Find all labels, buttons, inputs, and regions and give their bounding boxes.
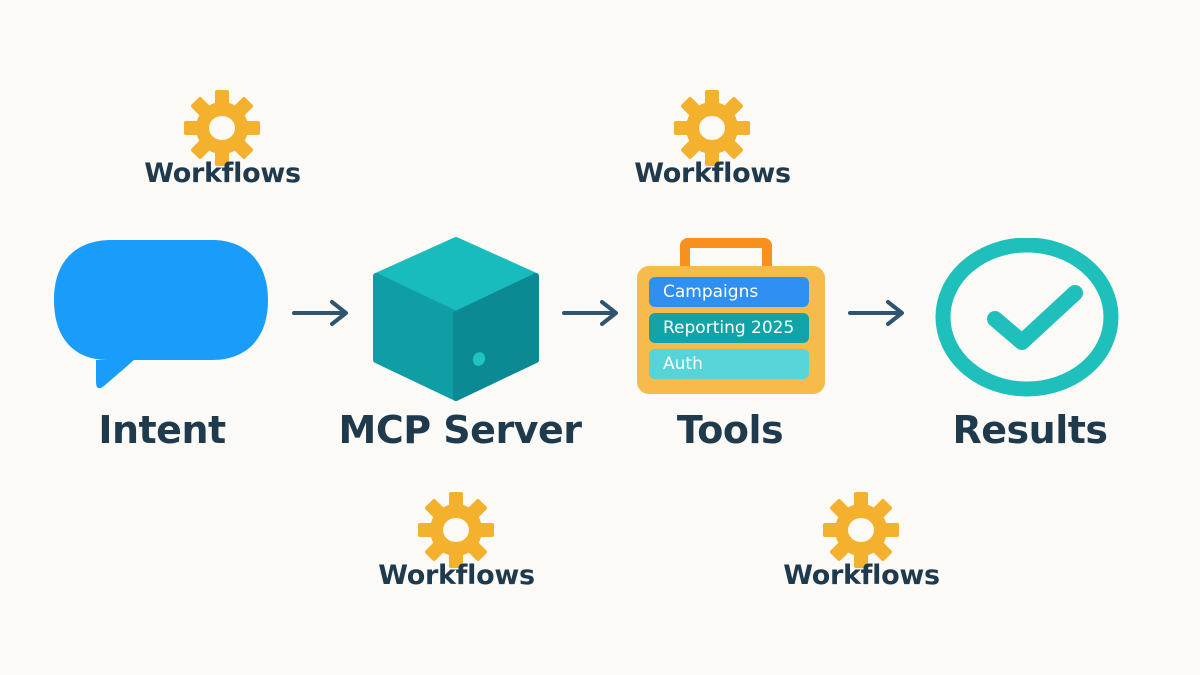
workflow-gear-2	[672, 88, 752, 172]
mcp-server-node	[370, 236, 542, 406]
workflow-gear-3	[416, 490, 496, 574]
gear-icon	[674, 90, 750, 166]
workflows-label-2: Workflows	[634, 158, 791, 189]
workflows-label-1: Workflows	[144, 158, 301, 189]
tool-item-label: Auth	[663, 354, 703, 374]
tool-item-campaigns[interactable]: Campaigns	[649, 277, 809, 307]
gear-icon	[823, 492, 899, 568]
arrow-right-icon	[848, 300, 904, 326]
arrow-right-icon	[292, 300, 348, 326]
tools-node: Campaigns Reporting 2025 Auth	[637, 236, 825, 394]
gear-icon	[184, 90, 260, 166]
step-label-results: Results	[952, 408, 1108, 452]
workflow-gear-4	[821, 490, 901, 574]
step-label-mcp-server: MCP Server	[338, 408, 582, 452]
step-label-tools: Tools	[676, 408, 784, 452]
tool-item-label: Campaigns	[663, 282, 759, 302]
toolbox-handle	[680, 238, 772, 278]
step-label-intent: Intent	[98, 408, 226, 452]
cube-server-icon	[373, 237, 539, 401]
workflow-gear-1	[182, 88, 262, 172]
workflows-label-3: Workflows	[378, 560, 535, 591]
tool-item-label: Reporting 2025	[663, 318, 795, 338]
workflows-label-4: Workflows	[783, 560, 940, 591]
intent-node	[52, 238, 272, 397]
chat-bubble-icon	[54, 240, 268, 389]
tool-item-auth[interactable]: Auth	[649, 349, 809, 379]
gear-icon	[418, 492, 494, 568]
tool-item-reporting[interactable]: Reporting 2025	[649, 313, 809, 343]
arrow-right-icon	[562, 300, 618, 326]
check-circle-icon	[935, 237, 1119, 397]
results-node	[932, 237, 1124, 402]
